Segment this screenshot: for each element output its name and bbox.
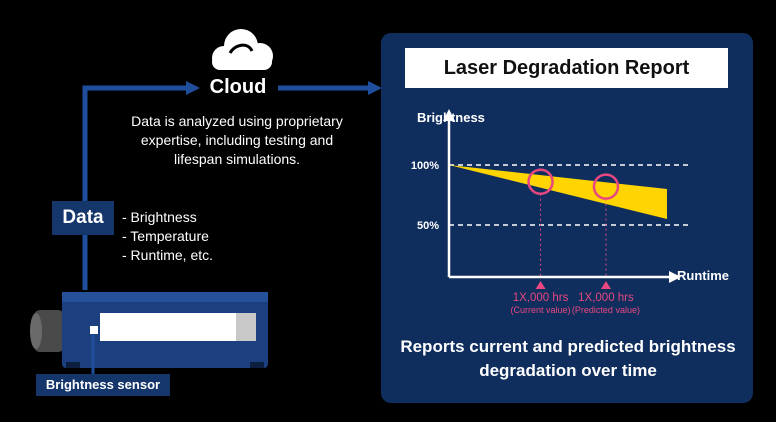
data-item: - Runtime, etc.	[122, 247, 214, 263]
data-items-list: - Brightness - Temperature - Runtime, et…	[122, 208, 213, 265]
marker-sublabel: (Predicted value)	[572, 305, 640, 315]
x-axis-label: Runtime	[677, 268, 729, 283]
report-title: Laser Degradation Report	[405, 48, 728, 88]
cloud-description-line: Data is analyzed using proprietary	[131, 113, 343, 129]
data-item: - Temperature	[122, 228, 209, 244]
cloud-to-report-arrowhead	[368, 81, 382, 95]
cloud-description: Data is analyzed using proprietary exper…	[112, 112, 362, 169]
data-to-cloud-arrowhead	[186, 81, 200, 95]
cloud-label: Cloud	[209, 76, 267, 98]
x-axis-arrowhead	[669, 271, 681, 283]
cloud-icon	[212, 29, 273, 70]
projector-icon	[30, 292, 268, 368]
data-label: Data	[52, 201, 114, 235]
y-tick-label: 100%	[411, 160, 439, 172]
report-caption: Reports current and predicted brightness…	[392, 335, 744, 383]
report-caption-line: Reports current and predicted brightness	[400, 337, 736, 356]
report-panel	[381, 33, 753, 403]
brightness-sensor-label: Brightness sensor	[36, 374, 170, 396]
marker-triangle	[535, 281, 546, 289]
cloud-description-line: expertise, including testing and	[140, 132, 334, 148]
marker-label: 1X,000 hrs	[513, 292, 569, 304]
data-item: - Brightness	[122, 209, 197, 225]
degradation-chart: Brightness Runtime 100%50%1X,000 hrs(Cur…	[411, 109, 729, 315]
cloud-description-line: lifespan simulations.	[173, 151, 301, 167]
marker-label: 1X,000 hrs	[578, 292, 634, 304]
report-caption-line: degradation over time	[479, 361, 657, 380]
cloud-icon-swoosh	[228, 43, 254, 54]
y-tick-label: 50%	[417, 220, 439, 232]
marker-triangle	[600, 281, 611, 289]
marker-sublabel: (Current value)	[511, 305, 571, 315]
y-axis-arrowhead	[443, 109, 455, 121]
degradation-band	[449, 165, 667, 219]
